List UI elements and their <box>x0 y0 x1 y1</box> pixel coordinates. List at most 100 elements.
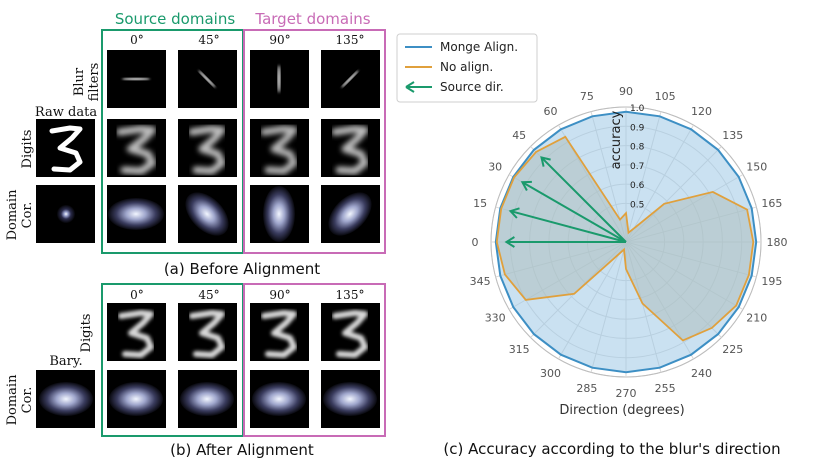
angular-tick-label-60: 60 <box>544 105 558 118</box>
source-arrow-15 <box>508 207 627 243</box>
radial-tick-label-4: 0.9 <box>630 123 645 133</box>
legend-monge-label: Monge Align. <box>440 40 518 54</box>
series-monge-line <box>494 110 758 374</box>
domain-cor-aligned-0 <box>107 370 166 428</box>
digit-blurred-135 <box>321 119 380 177</box>
angular-tick-label-120: 120 <box>691 105 712 118</box>
domain-cor-aligned-90 <box>250 370 309 428</box>
angular-tick-label-165: 165 <box>761 197 782 210</box>
domain-cor-bary <box>36 370 95 428</box>
digit-aligned-135 <box>321 303 380 361</box>
blur-filter-135 <box>321 50 380 108</box>
blur-filter-90 <box>250 50 309 108</box>
row-label-after-domain-cor: DomainCor. <box>5 374 35 425</box>
source-arrow-0 <box>504 236 626 248</box>
blur-filter-45 <box>178 50 237 108</box>
angle-label-45: 45° <box>198 33 219 47</box>
radial-tick-label-2: 0.7 <box>630 162 644 172</box>
radial-axis-label: accuracy <box>609 110 624 169</box>
legend-sourcedir-arrowhead <box>405 81 415 93</box>
angle-label-after-135: 135° <box>336 288 365 302</box>
angular-tick-label-45: 45 <box>512 129 526 142</box>
row-label-blur-filters: Blurfilters <box>72 63 102 102</box>
angle-label-after-45: 45° <box>198 288 219 302</box>
angle-label-after-0: 0° <box>130 288 144 302</box>
source-arrow-shaft-30 <box>521 181 627 243</box>
angular-tick-label-255: 255 <box>655 382 676 395</box>
angular-tick-label-300: 300 <box>540 367 561 380</box>
raw-data-label: Raw data <box>35 105 97 120</box>
digit-blurred-90 <box>250 119 309 177</box>
angular-tick-label-330: 330 <box>485 312 506 325</box>
domain-cor-135 <box>321 185 380 243</box>
angular-tick-label-210: 210 <box>746 312 767 325</box>
domain-cor-90 <box>250 185 309 243</box>
domain-cor-raw <box>36 185 95 243</box>
angular-tick-label-75: 75 <box>580 90 594 103</box>
panel-before-alignment: Source domains Target domains 0° 45° 90°… <box>5 10 386 278</box>
caption-after: (b) After Alignment <box>170 441 314 459</box>
row-label-domain-cor: DomainCor. <box>5 189 35 240</box>
angular-tick-label-195: 195 <box>761 275 782 288</box>
raw-digit-image <box>36 119 95 177</box>
source-arrow-45 <box>540 156 627 243</box>
target-box-after <box>243 283 386 437</box>
digit-blurred-45 <box>178 119 237 177</box>
angle-label-90: 90° <box>269 33 290 47</box>
digit-aligned-90 <box>250 303 309 361</box>
digit-aligned-45 <box>178 303 237 361</box>
domain-cor-0 <box>107 185 166 243</box>
angular-tick-label-90: 90 <box>619 85 633 98</box>
source-direction-arrows <box>504 156 627 248</box>
bary-label: Bary. <box>49 354 82 369</box>
source-arrow-head-45 <box>540 156 551 167</box>
angular-tick-label-345: 345 <box>470 275 491 288</box>
target-domains-label: Target domains <box>254 10 370 28</box>
angular-tick-label-0: 0 <box>472 236 479 249</box>
source-arrow-head-15 <box>508 207 520 219</box>
radial-tick-label-1: 0.6 <box>630 181 645 191</box>
domain-cor-aligned-135 <box>321 370 380 428</box>
caption-chart: (c) Accuracy according to the blur's dir… <box>443 440 780 458</box>
row-label-after-digits: Digits <box>79 314 94 353</box>
digit-blurred-0 <box>107 119 166 177</box>
angular-tick-label-240: 240 <box>691 367 712 380</box>
domain-cor-45 <box>178 185 237 243</box>
angular-tick-label-105: 105 <box>655 90 676 103</box>
angular-tick-label-15: 15 <box>473 197 487 210</box>
source-domains-label: Source domains <box>115 10 235 28</box>
angular-tick-label-150: 150 <box>746 161 767 174</box>
source-arrow-shaft-15 <box>510 210 627 243</box>
angular-tick-label-270: 270 <box>616 387 637 400</box>
panel-after-alignment: 0° 45° 90° 135° Digits Bary. DomainCor. <box>5 283 386 459</box>
angular-tick-label-180: 180 <box>767 236 788 249</box>
source-arrow-30 <box>520 180 627 243</box>
source-arrow-shaft-45 <box>540 156 627 243</box>
legend-box <box>396 33 538 103</box>
angular-tick-label-135: 135 <box>722 129 743 142</box>
digit-aligned-0 <box>107 303 166 361</box>
x-axis-label: Direction (degrees) <box>559 403 684 418</box>
angular-tick-label-315: 315 <box>509 343 530 356</box>
legend-sourcedir-label: Source dir. <box>440 80 504 94</box>
row-label-digits: Digits <box>20 130 35 169</box>
angular-tick-label-225: 225 <box>722 343 743 356</box>
angular-tick-labels: 0 15 30 45 60 75 90 105 120 135 150 165 180 195 210 225… <box>470 85 788 400</box>
domain-cor-aligned-45 <box>178 370 237 428</box>
radial-tick-label-3: 0.8 <box>630 143 645 153</box>
blur-filter-0 <box>107 50 166 108</box>
angle-label-after-90: 90° <box>269 288 290 302</box>
legend-noalign-label: No align. <box>440 60 493 74</box>
angular-tick-label-285: 285 <box>576 382 597 395</box>
radial-tick-label-0: 0.5 <box>630 200 644 210</box>
legend: Monge Align. No align. Source dir. <box>396 33 538 103</box>
radial-tick-labels: 0.50.60.70.80.91.0 <box>630 104 645 210</box>
target-box-before <box>243 29 386 254</box>
series-noalign-line <box>495 135 755 342</box>
caption-before: (a) Before Alignment <box>164 260 320 278</box>
source-arrow-head-0 <box>504 236 515 248</box>
angle-label-0: 0° <box>130 33 144 47</box>
angular-tick-label-30: 30 <box>488 161 502 174</box>
